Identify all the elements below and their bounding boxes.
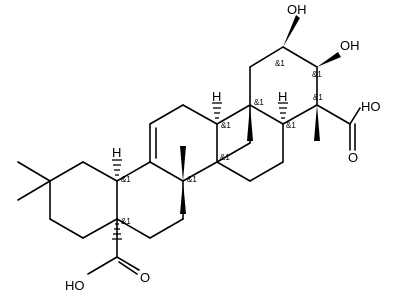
atom-label-h-c18: H (112, 145, 121, 160)
stereo-label: &1 (313, 93, 323, 102)
stereo-label: &1 (286, 121, 296, 130)
atom-label-oh-right: OH (340, 38, 360, 53)
stereo-label: &1 (254, 98, 264, 107)
stereo-label: &1 (121, 217, 131, 226)
stereo-label: &1 (220, 153, 230, 162)
atom-label-cooh-right-oh: HO (361, 99, 381, 114)
skeleton-bonds (17, 46, 361, 275)
atom-label-cooh-bottom-oh: HO (65, 278, 85, 293)
stereo-label: &1 (121, 175, 131, 184)
hashed-bonds (112, 102, 288, 240)
wedge-bonds (180, 15, 341, 214)
stereo-label: &1 (187, 175, 197, 184)
atom-label-h-c9: H (212, 89, 221, 104)
atom-labels: OH OH O HO H H H O HO (65, 2, 381, 293)
atom-label-h-c5: H (278, 89, 287, 104)
atom-label-oh-top: OH (287, 2, 307, 17)
stereo-labels: &1 &1 &1 &1 &1 &1 &1 &1 &1 &1 (121, 59, 323, 226)
atom-label-cooh-right-o: O (348, 150, 358, 165)
stereo-label: &1 (221, 121, 231, 130)
stereo-label: &1 (312, 70, 322, 79)
atom-label-cooh-bottom-o: O (140, 270, 150, 285)
stereo-label: &1 (275, 59, 285, 68)
